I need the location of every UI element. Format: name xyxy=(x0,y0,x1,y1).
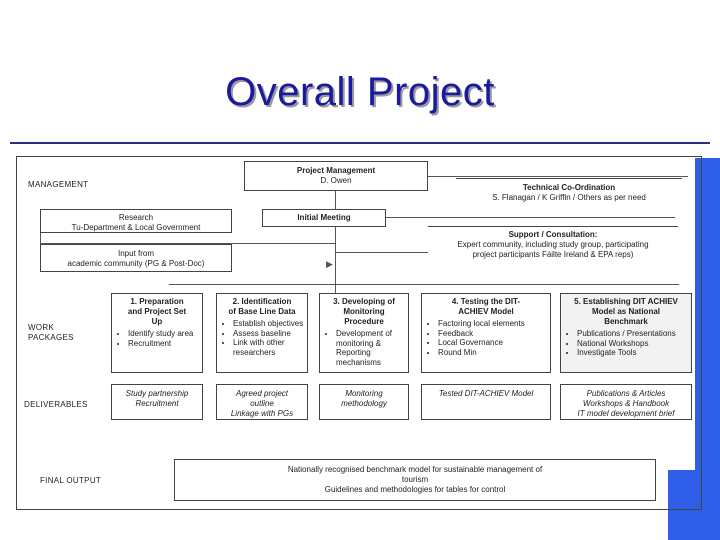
work-package-title: 2. Identification of Base Line Data xyxy=(228,297,296,316)
work-package-5: 5. Establishing DIT ACHIEV Model as Nati… xyxy=(560,293,692,373)
work-package-3: 3. Developing of Monitoring Procedure De… xyxy=(319,293,409,373)
diagram-frame xyxy=(16,156,702,510)
work-package-bullet: Round Min xyxy=(438,348,548,358)
project-management-title: Project Management xyxy=(296,166,376,175)
work-package-1: 1. Preparation and Project Set Up Identi… xyxy=(111,293,203,373)
deliverable-1: Study partnership Recruitment xyxy=(111,384,203,420)
deliverable-3: Monitoring methodology xyxy=(319,384,409,420)
initial-meeting-title: Initial Meeting xyxy=(297,213,351,222)
connector-packages xyxy=(169,284,679,285)
work-package-bullet: Development of monitoring & Reporting me… xyxy=(336,329,406,367)
support-text: Expert community, including study group,… xyxy=(457,240,649,259)
work-package-bullet: Factoring local elements xyxy=(438,319,548,329)
final-output-box: Nationally recognised benchmark model fo… xyxy=(174,459,656,501)
technical-coordination-box: Technical Co-Ordination S. Flanagan / K … xyxy=(456,178,682,206)
technical-coordination-names: S. Flanagan / K Griffin / Others as per … xyxy=(492,193,646,202)
support-title: Support / Consultation: xyxy=(508,230,598,239)
initial-meeting-box: Initial Meeting xyxy=(262,209,386,227)
research-box: Research Tu-Department & Local Governmen… xyxy=(40,209,232,233)
work-package-bullet: Local Governance xyxy=(438,338,548,348)
work-package-4: 4. Testing the DIT- ACHIEV Model Factori… xyxy=(421,293,551,373)
label-final-output: FINAL OUTPUT xyxy=(40,476,102,485)
connector-left xyxy=(40,232,41,252)
research-title: Research xyxy=(118,213,154,222)
work-package-bullet: Assess baseline xyxy=(233,329,305,339)
decorative-blue-block xyxy=(668,470,696,540)
connector-vertical xyxy=(335,190,336,293)
work-package-bullet: National Workshops xyxy=(577,339,689,349)
decorative-blue-bar xyxy=(695,158,720,540)
support-box: Support / Consultation: Expert community… xyxy=(428,226,678,264)
input-box: Input from academic community (PG & Post… xyxy=(40,244,232,272)
deliverable-4: Tested DIT-ACHIEV Model xyxy=(421,384,551,420)
project-management-box: Project Management D. Owen xyxy=(244,161,428,191)
work-package-bullet: Link with other researchers xyxy=(233,338,305,357)
work-package-title: 3. Developing of Monitoring Procedure xyxy=(333,297,395,326)
project-management-name: D. Owen xyxy=(320,176,352,185)
title-underline xyxy=(10,142,710,144)
connector-input xyxy=(40,243,335,244)
technical-coordination-title: Technical Co-Ordination xyxy=(522,183,616,192)
work-package-title: 1. Preparation and Project Set Up xyxy=(127,297,187,326)
work-package-bullet: Investigate Tools xyxy=(577,348,689,358)
label-management: MANAGEMENT xyxy=(28,180,89,189)
label-work-packages: WORK PACKAGES xyxy=(28,323,74,342)
arrow-right-icon: ▶ xyxy=(326,259,333,269)
work-package-bullet: Establish objectives xyxy=(233,319,305,329)
work-package-bullet: Feedback xyxy=(438,329,548,339)
work-package-bullet: Identify study area xyxy=(128,329,200,339)
work-package-title: 4. Testing the DIT- ACHIEV Model xyxy=(451,297,521,316)
work-package-2: 2. Identification of Base Line Data Esta… xyxy=(216,293,308,373)
label-deliverables: DELIVERABLES xyxy=(24,400,88,409)
input-title: Input from xyxy=(117,249,154,258)
work-package-bullet: Recruitment xyxy=(128,339,200,349)
connector-meeting xyxy=(385,217,675,218)
work-package-title: 5. Establishing DIT ACHIEV Model as Nati… xyxy=(574,297,678,326)
connector-coord xyxy=(428,176,688,177)
input-text: academic community (PG & Post-Doc) xyxy=(67,259,205,268)
deliverable-2: Agreed project outline Linkage with PGs xyxy=(216,384,308,420)
research-text: Tu-Department & Local Government xyxy=(71,223,201,232)
deliverable-5: Publications & Articles Workshops & Hand… xyxy=(560,384,692,420)
slide-title: Overall Project xyxy=(225,70,495,114)
work-package-bullet: Publications / Presentations xyxy=(577,329,689,339)
